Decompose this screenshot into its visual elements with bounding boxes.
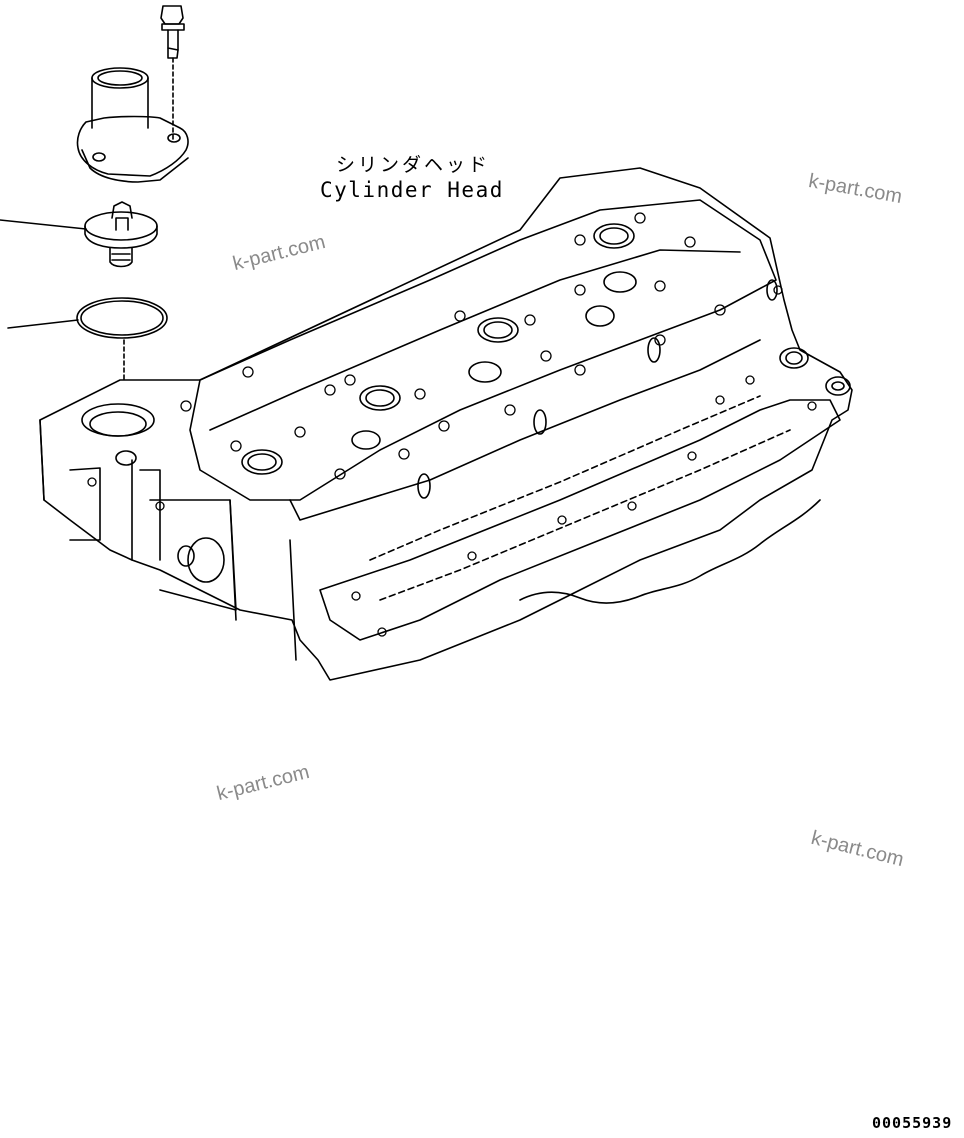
- bolt-icon: [160, 5, 185, 143]
- cylinder-head-icon: [39, 167, 853, 681]
- housing-icon: [76, 67, 189, 183]
- part-name-english: Cylinder Head: [320, 178, 504, 202]
- thermostat-icon: [0, 201, 158, 268]
- ring-icon: [7, 297, 168, 383]
- figure-number: 00055939: [872, 1114, 953, 1132]
- part-name-japanese: シリンダヘッド: [336, 154, 491, 176]
